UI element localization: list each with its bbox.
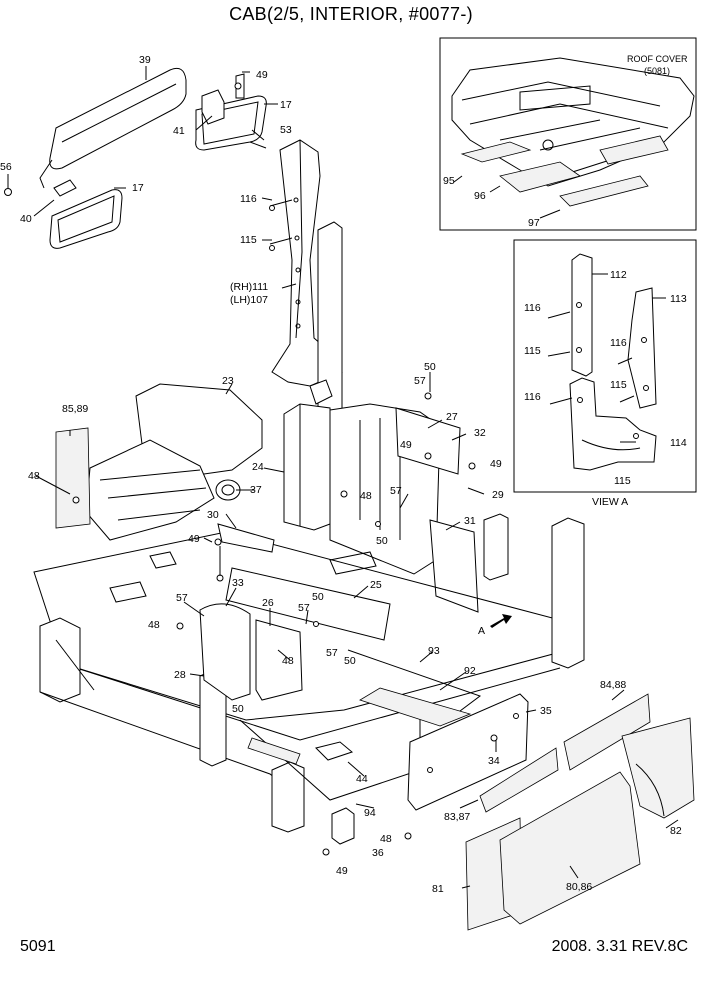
roof-cover-inset: ROOF COVER (5081) — [439, 37, 697, 231]
callout-label: 23 — [222, 375, 234, 387]
callout-label: 31 — [464, 515, 476, 527]
callout-label: 96 — [474, 190, 486, 202]
roof-cover-caption: ROOF COVER — [627, 54, 688, 64]
callout-label: 116 — [240, 193, 257, 205]
pillar — [269, 139, 343, 419]
callout-label: 49 — [256, 69, 268, 81]
callout-label: 40 — [20, 213, 32, 225]
callout-label: 116 — [524, 391, 541, 403]
console-assembly — [283, 379, 509, 613]
visor-assembly — [4, 67, 267, 249]
callout-label: 48 — [148, 619, 160, 631]
callout-label: 25 — [370, 579, 382, 591]
callout-label: 53 — [280, 124, 292, 136]
callout-label: 48 — [28, 470, 40, 482]
callout-labels: 39 49 41 17 53 56 40 17 116 115 (RH)111 … — [0, 54, 687, 895]
callout-label: 26 — [262, 597, 274, 609]
callout-label: 81 — [432, 883, 444, 895]
side-panel-85 — [55, 427, 91, 529]
view-a-inset: VIEW A — [513, 239, 697, 508]
callout-label: 50 — [232, 703, 244, 715]
callout-label: 50 — [344, 655, 356, 667]
callout-label: 56 — [0, 161, 12, 173]
callout-label: 92 — [464, 665, 476, 677]
callout-label: 113 — [670, 293, 687, 305]
callout-label: 80,86 — [566, 881, 592, 893]
callout-label: 33 — [232, 577, 244, 589]
callout-label: 93 — [428, 645, 440, 657]
callout-label: 50 — [312, 591, 324, 603]
callout-label: 48 — [360, 490, 372, 502]
callout-label: (RH)111 — [230, 281, 268, 293]
revision-date: 2008. 3.31 REV.8C — [551, 938, 688, 955]
callout-label: 27 — [446, 411, 458, 423]
page-title: CAB(2/5, INTERIOR, #0077-) — [229, 4, 473, 24]
callout-label: 57 — [326, 647, 338, 659]
callout-label: 35 — [540, 705, 552, 717]
view-a-marker: A — [478, 625, 485, 637]
callout-label: 94 — [364, 807, 376, 819]
callout-label: 34 — [488, 755, 500, 767]
callout-label: 116 — [524, 302, 541, 314]
callout-label: 57 — [298, 602, 310, 614]
right-panels — [331, 693, 695, 931]
callout-label: 50 — [424, 361, 436, 373]
callout-label: 28 — [174, 669, 186, 681]
callout-label: 49 — [400, 439, 412, 451]
callout-label: 48 — [380, 833, 392, 845]
callout-label: 83,87 — [444, 811, 470, 823]
callout-label: (LH)107 — [230, 294, 268, 306]
callout-label: 114 — [670, 437, 687, 449]
callout-label: 41 — [173, 125, 185, 137]
view-a-caption: VIEW A — [592, 496, 628, 508]
callout-label: 115 — [524, 345, 541, 357]
callout-label: 49 — [490, 458, 502, 470]
page-number: 5091 — [20, 938, 56, 955]
callout-label: 84,88 — [600, 679, 626, 691]
callout-label: 39 — [139, 54, 151, 66]
callout-label: 57 — [390, 485, 402, 497]
callout-label: 36 — [372, 847, 384, 859]
callout-label: 57 — [176, 592, 188, 604]
callout-label: 44 — [356, 773, 368, 785]
leader-lines — [7, 66, 679, 889]
bracket-group — [199, 523, 303, 701]
callout-label: 82 — [670, 825, 682, 837]
callout-label: 49 — [188, 533, 200, 545]
callout-label: 49 — [336, 865, 348, 877]
callout-label: 50 — [376, 535, 388, 547]
callout-label: 24 — [252, 461, 264, 473]
roof-cover-ref: (5081) — [644, 66, 670, 76]
view-a-arrow: A — [478, 614, 512, 637]
callout-label: 95 — [443, 175, 455, 187]
callout-label: 17 — [280, 99, 292, 111]
callout-label: 37 — [250, 484, 262, 496]
callout-label: 32 — [474, 427, 486, 439]
callout-label: 17 — [132, 182, 144, 194]
callout-label: 115 — [240, 234, 257, 246]
callout-label: 30 — [207, 509, 219, 521]
callout-label: 85,89 — [62, 403, 88, 415]
callout-label: 115 — [614, 475, 631, 487]
callout-label: 97 — [528, 217, 540, 229]
heater-unit — [85, 383, 263, 541]
callout-label: 116 — [610, 337, 627, 349]
callout-label: 57 — [414, 375, 426, 387]
callout-label: 115 — [610, 379, 627, 391]
callout-label: 29 — [492, 489, 504, 501]
callout-label: 112 — [610, 269, 627, 281]
floor-frame — [33, 517, 585, 833]
bolt-group — [72, 82, 498, 856]
callout-label: 48 — [282, 655, 294, 667]
